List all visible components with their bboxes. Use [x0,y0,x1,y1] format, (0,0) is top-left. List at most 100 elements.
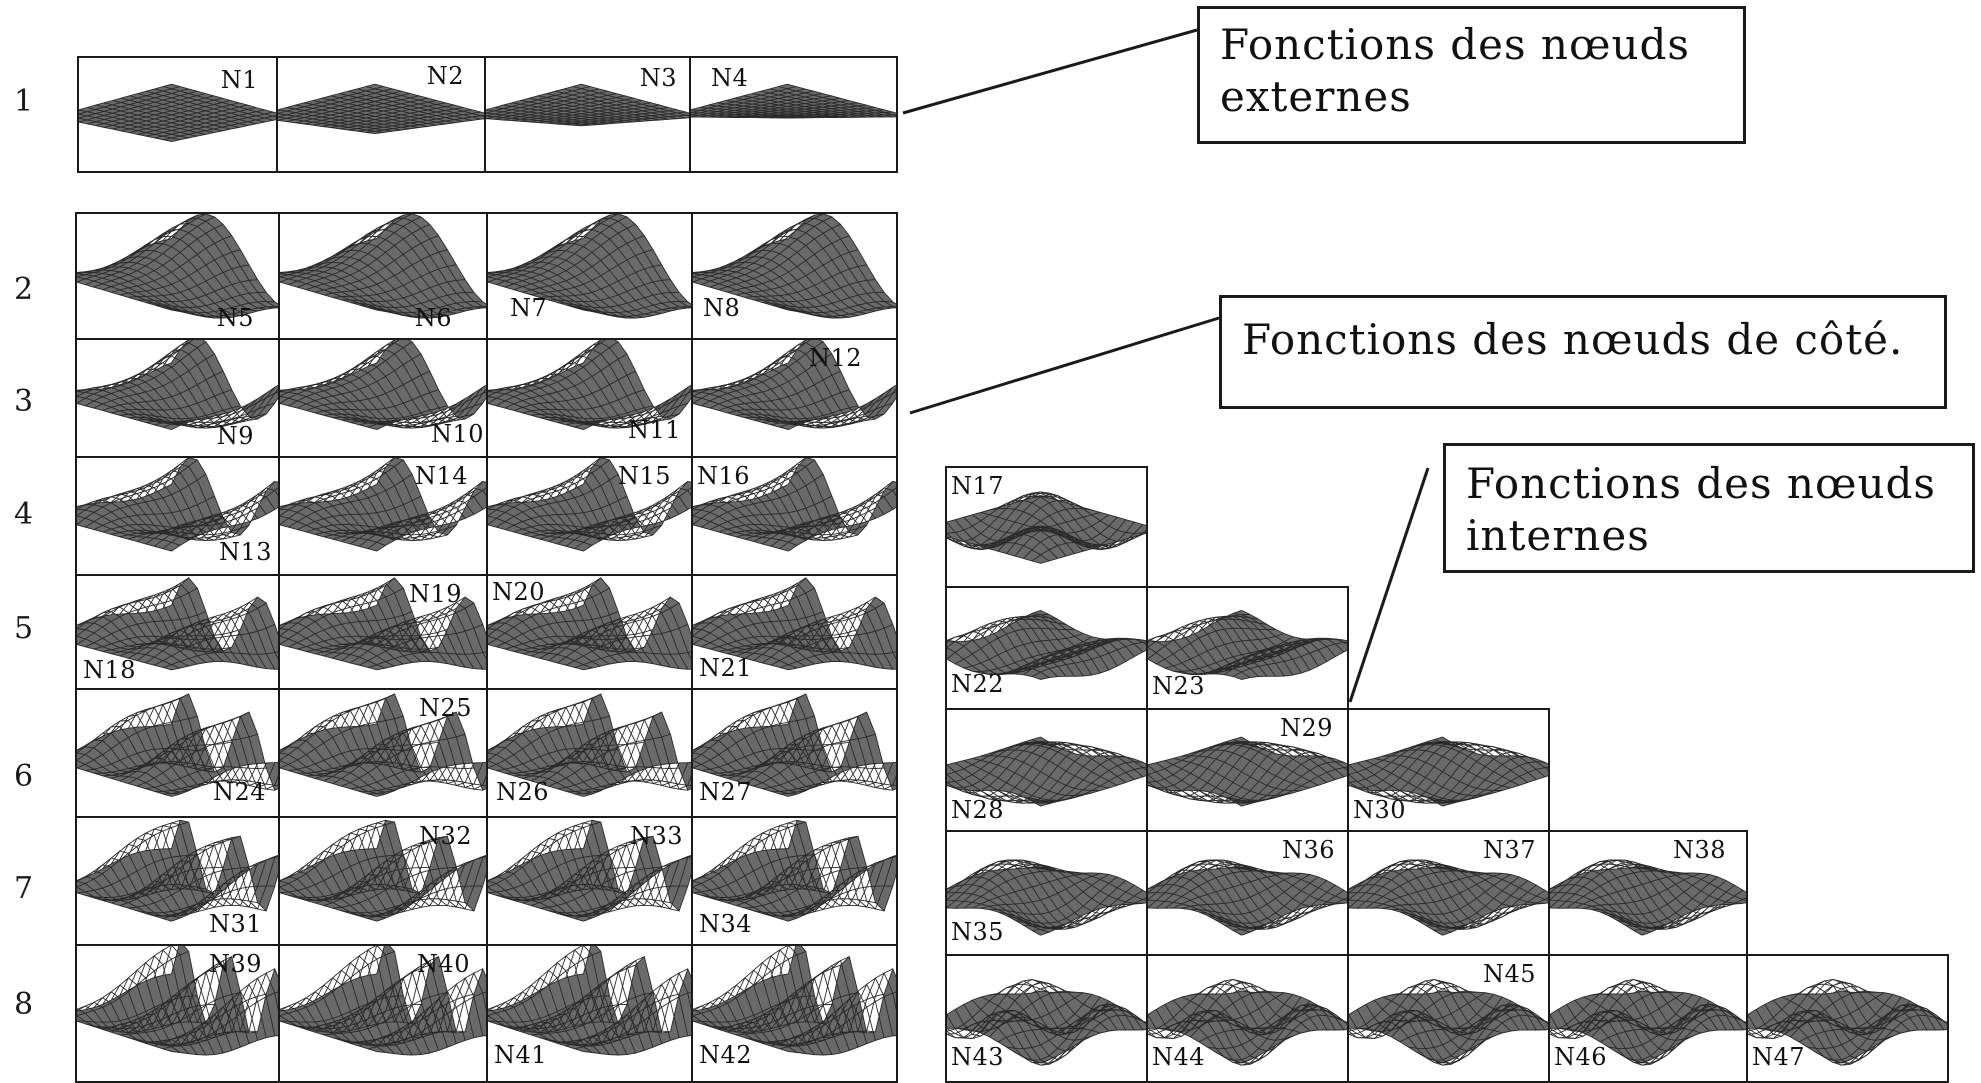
mesh-line [1349,764,1469,804]
mesh-line [701,870,824,917]
mesh-line [350,602,475,664]
node-label-n29: N29 [1279,714,1333,742]
mesh-line [488,886,593,919]
mesh-line [1772,999,1893,1041]
mesh-line [727,850,850,910]
surface-mesh [947,978,1146,1066]
mesh-line [153,623,275,666]
surface-mesh [77,819,278,922]
mesh-line [85,269,207,318]
mesh-line [693,622,815,665]
mesh-line [511,102,634,123]
mesh-line [693,276,798,312]
mesh-line [146,109,265,137]
surface-fill [77,214,278,319]
mesh-line [947,736,1041,766]
mesh-line [1382,755,1503,792]
mesh-line [128,711,250,784]
mesh-line [367,779,486,795]
mesh-line [288,499,413,534]
mesh-line [332,866,457,909]
mesh-line [323,992,448,1036]
node-cell-n26: N26 [486,688,693,818]
mesh-line [154,111,273,139]
mesh-line [280,628,395,667]
surface-plot-n24 [77,693,278,797]
mesh-line [102,261,224,319]
mesh-line [1425,1005,1546,1066]
node-label-n10: N10 [430,420,484,448]
mesh-line [332,264,457,298]
surface-mesh [1349,859,1548,936]
mesh-line [1190,1000,1311,1038]
mesh-line [997,876,1118,924]
mesh-line [1408,1008,1528,1050]
mesh-line [288,269,413,318]
mesh-line [693,395,798,426]
mesh-line [278,109,402,131]
surface-mesh [1550,859,1746,936]
surface-plot-n42 [693,946,896,1056]
mesh-line [693,391,806,423]
mesh-line [145,291,267,308]
mesh-line [162,651,278,668]
node-cell-n45: N45 [1347,954,1550,1083]
mesh-line [332,607,457,659]
mesh-line [762,602,885,664]
mesh-line [1232,1014,1347,1064]
mesh-line [85,870,206,917]
mesh-line [488,767,584,797]
mesh-line [359,968,483,1047]
mesh-line [162,991,278,1050]
surface-plot-n23 [1148,609,1347,680]
mesh-line [1433,766,1548,802]
surface-plot-n41 [488,946,691,1056]
mesh-line [1550,1021,1651,1064]
row-label-6: 6 [14,759,34,794]
surface-plot-n3 [486,83,689,127]
mesh-line [522,602,645,663]
surface-plot-n46 [1550,978,1746,1066]
surface-plot-n8 [693,214,896,319]
mesh-line [709,611,833,662]
mesh-line [779,391,896,428]
mesh-line [787,116,896,119]
mesh-line [93,611,215,662]
mesh-line [280,767,377,797]
mesh-line [1349,781,1452,805]
mesh-line [1232,641,1347,677]
mesh-line [323,532,448,542]
mesh-line [1172,623,1294,676]
mesh-line [1748,1021,1851,1064]
mesh-line [87,107,206,135]
mesh-line [280,635,386,669]
node-label-n5: N5 [216,304,254,332]
node-label-n41: N41 [494,1041,548,1069]
mesh-line [1550,907,1643,936]
surface-plot-n22 [947,609,1146,680]
mesh-line [145,766,267,790]
surface-mesh [280,819,486,922]
mesh-line [1031,1014,1146,1064]
mesh-line [1198,639,1319,675]
surface-plot-n2 [278,83,484,135]
mesh-line [77,515,181,546]
surface-plot-n5 [77,214,278,319]
surface-fill [77,946,278,1056]
mesh-line [583,384,691,431]
mesh-line [280,281,377,311]
mesh-line [557,766,680,790]
node-label-n26: N26 [496,778,550,806]
mesh-line [77,271,198,316]
mesh-line [947,785,1041,807]
surface-plot-n20 [488,577,691,671]
mesh-line [376,1035,486,1056]
mesh-line [718,726,841,783]
mesh-line [693,508,806,541]
mesh-line [954,630,1075,677]
mesh-line [691,112,805,119]
mesh-line [1633,1014,1746,1064]
mesh-line [947,1014,1058,1066]
mesh-line [365,114,484,133]
node-label-n46: N46 [1554,1043,1608,1071]
